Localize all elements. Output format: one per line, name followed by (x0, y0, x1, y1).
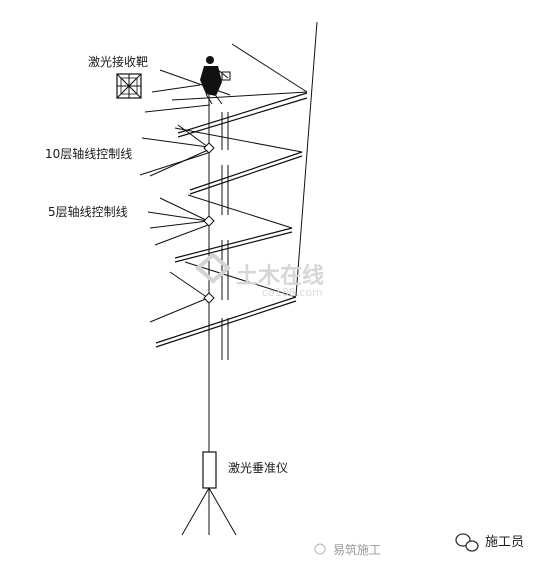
beam-marker-5 (203, 215, 215, 227)
receiver-target-label: 激光接收靶 (88, 54, 148, 69)
footer-left-account-name: 易筑施工 (333, 542, 381, 557)
watermark-sub-text: co188.com (262, 286, 323, 299)
control-line-5-label: 5层轴线控制线 (48, 204, 128, 219)
watermark-main-text: 土木在线 (236, 263, 324, 289)
laser-receiver-target-icon (116, 73, 142, 99)
laser-plumb-instrument (181, 451, 237, 536)
tripod-leg-right (208, 487, 237, 536)
instrument-body (202, 451, 217, 489)
roof-line-left (159, 69, 231, 96)
beam-marker-lower (203, 292, 215, 304)
floor-slab-5 (147, 194, 293, 263)
beam-markers (203, 142, 215, 304)
floor-slab-top (144, 91, 308, 138)
footer-left-account: 易筑施工 (314, 542, 381, 557)
watermark-logo-icon (194, 252, 232, 284)
footer-right-account: 施工员 (455, 533, 524, 552)
wechat-icon (455, 533, 479, 552)
watermark: 土木在线 co188.com (194, 252, 324, 299)
floor-slab-lower (149, 261, 297, 348)
vertical-shaft-lines (221, 112, 229, 360)
building-edge-line (295, 21, 318, 297)
worker-figure-icon (200, 56, 231, 105)
control-line-10-label: 10层轴线控制线 (45, 146, 132, 161)
tripod-leg-left (181, 487, 210, 536)
laser-instrument-label: 激光垂准仪 (228, 461, 288, 475)
target-leader-line (151, 84, 201, 93)
roof-line (231, 43, 308, 93)
wechat-icon (314, 543, 326, 555)
floor-slab-10 (139, 124, 303, 195)
beam-marker-10 (203, 142, 215, 154)
footer-right-account-name: 施工员 (485, 535, 524, 550)
